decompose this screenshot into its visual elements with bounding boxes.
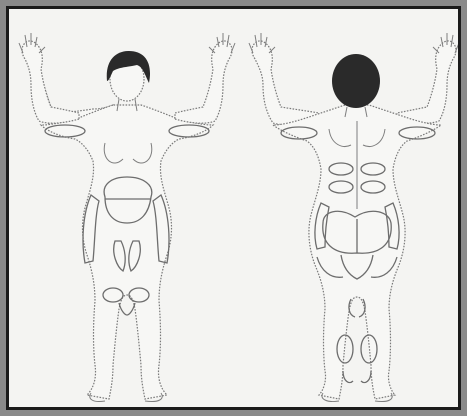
- back-right-arm: [397, 41, 456, 123]
- back-zone-ankles: [343, 371, 371, 383]
- body-diagram: [9, 9, 458, 407]
- front-zone-inner-knees: [119, 303, 135, 315]
- back-view-figure: [249, 33, 458, 402]
- front-view-figure: [19, 33, 235, 402]
- back-left-arm: [252, 41, 319, 125]
- front-right-arm: [175, 41, 232, 123]
- diagram-panel: [6, 6, 461, 410]
- front-torso-outline: [41, 105, 213, 399]
- back-head-hair: [332, 54, 380, 108]
- front-left-arm: [22, 41, 79, 123]
- back-zone-left-knee: [349, 299, 355, 317]
